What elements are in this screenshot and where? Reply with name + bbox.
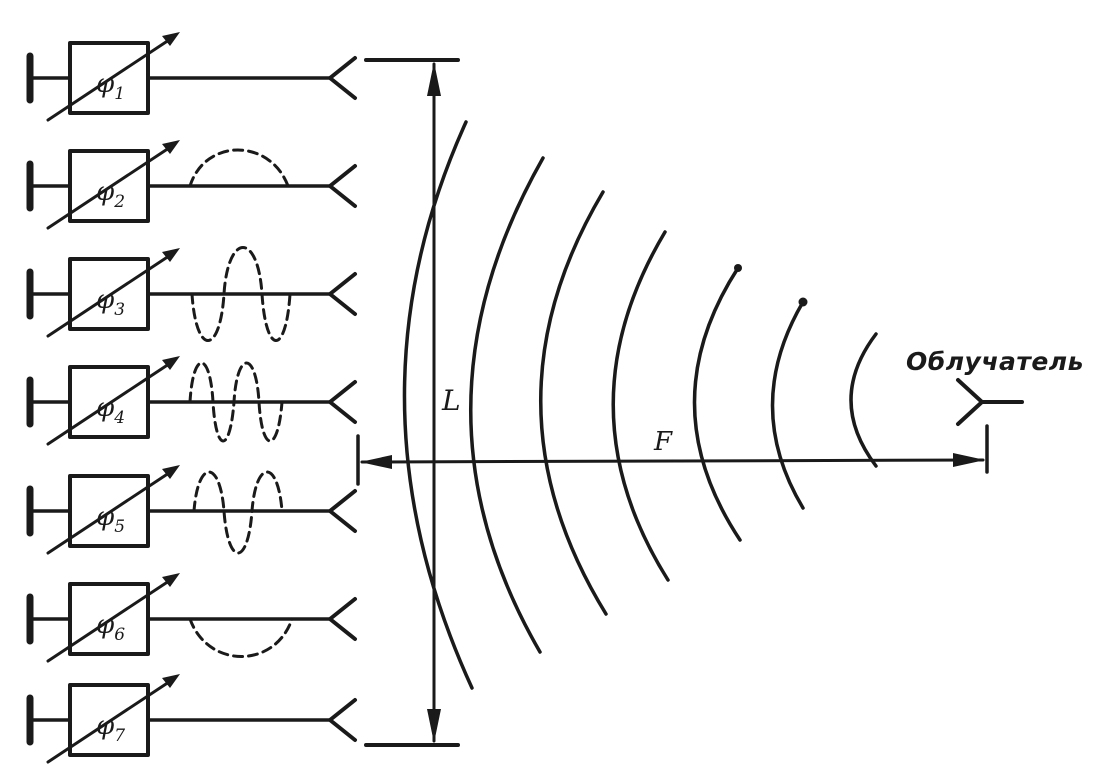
arrow-head <box>162 356 180 370</box>
arrow-head <box>162 573 180 587</box>
wavefront <box>469 156 545 654</box>
wavefront <box>692 266 742 542</box>
wavefront-end-dot <box>798 297 808 307</box>
channel-6: φ6 <box>26 573 357 663</box>
phase-label: φ4 <box>96 393 125 428</box>
arrow-head <box>162 140 180 154</box>
adjust-arrow <box>46 360 174 446</box>
phase-label: φ6 <box>96 610 125 645</box>
wave-pattern <box>188 361 284 443</box>
wavefronts <box>402 120 878 690</box>
channel-1: φ1 <box>26 32 357 122</box>
aperture-arrow-top <box>427 62 441 96</box>
wave-pattern <box>188 617 294 658</box>
channel-4: φ4 <box>26 356 357 446</box>
wavefront <box>402 120 474 690</box>
phase-label: φ1 <box>96 69 125 104</box>
arrow-head <box>162 32 180 46</box>
wave-pattern <box>192 470 284 555</box>
focal-label: F <box>653 427 673 457</box>
aperture-dimension: L <box>364 58 461 747</box>
wavefront-end-dot <box>734 264 742 272</box>
radiator-element <box>328 489 357 533</box>
adjust-arrow <box>46 678 174 764</box>
wavefront <box>849 332 878 468</box>
wavefront <box>611 230 670 582</box>
phase-label: φ3 <box>96 285 125 320</box>
feed-horn-icon <box>956 378 984 426</box>
feed-horn <box>956 378 1024 426</box>
wave-pattern <box>188 148 290 188</box>
channel-3: φ3 <box>26 246 357 342</box>
radiator-element <box>328 597 357 641</box>
radiator-element <box>328 164 357 208</box>
wave-pattern <box>190 246 292 342</box>
radiator-element <box>328 698 357 742</box>
channel-5: φ5 <box>26 465 357 555</box>
arrow-head <box>162 248 180 262</box>
arrow-head <box>162 674 180 688</box>
adjust-arrow <box>46 577 174 663</box>
wavefront <box>770 300 805 510</box>
channel-7: φ7 <box>26 674 357 764</box>
wavefront <box>539 190 608 616</box>
arrow-head <box>162 465 180 479</box>
radiator-element <box>328 56 357 100</box>
feed-label: Облучатель <box>906 347 1084 376</box>
aperture-label: L <box>441 384 461 417</box>
adjust-arrow <box>46 144 174 230</box>
focal-arrow-left <box>360 455 392 469</box>
adjust-arrow <box>46 469 174 555</box>
phase-label: φ7 <box>96 711 125 746</box>
channel-2: φ2 <box>26 140 357 230</box>
adjust-arrow <box>46 252 174 338</box>
phase-label: φ5 <box>96 502 125 537</box>
focal-line <box>360 458 985 464</box>
radiator-element <box>328 272 357 316</box>
aperture-arrow-bottom <box>427 709 441 743</box>
radiator-element <box>328 380 357 424</box>
adjust-arrow <box>46 36 174 122</box>
focal-arrow-right <box>953 453 985 467</box>
focal-dimension: F <box>356 424 989 486</box>
phase-label: φ2 <box>96 177 125 212</box>
